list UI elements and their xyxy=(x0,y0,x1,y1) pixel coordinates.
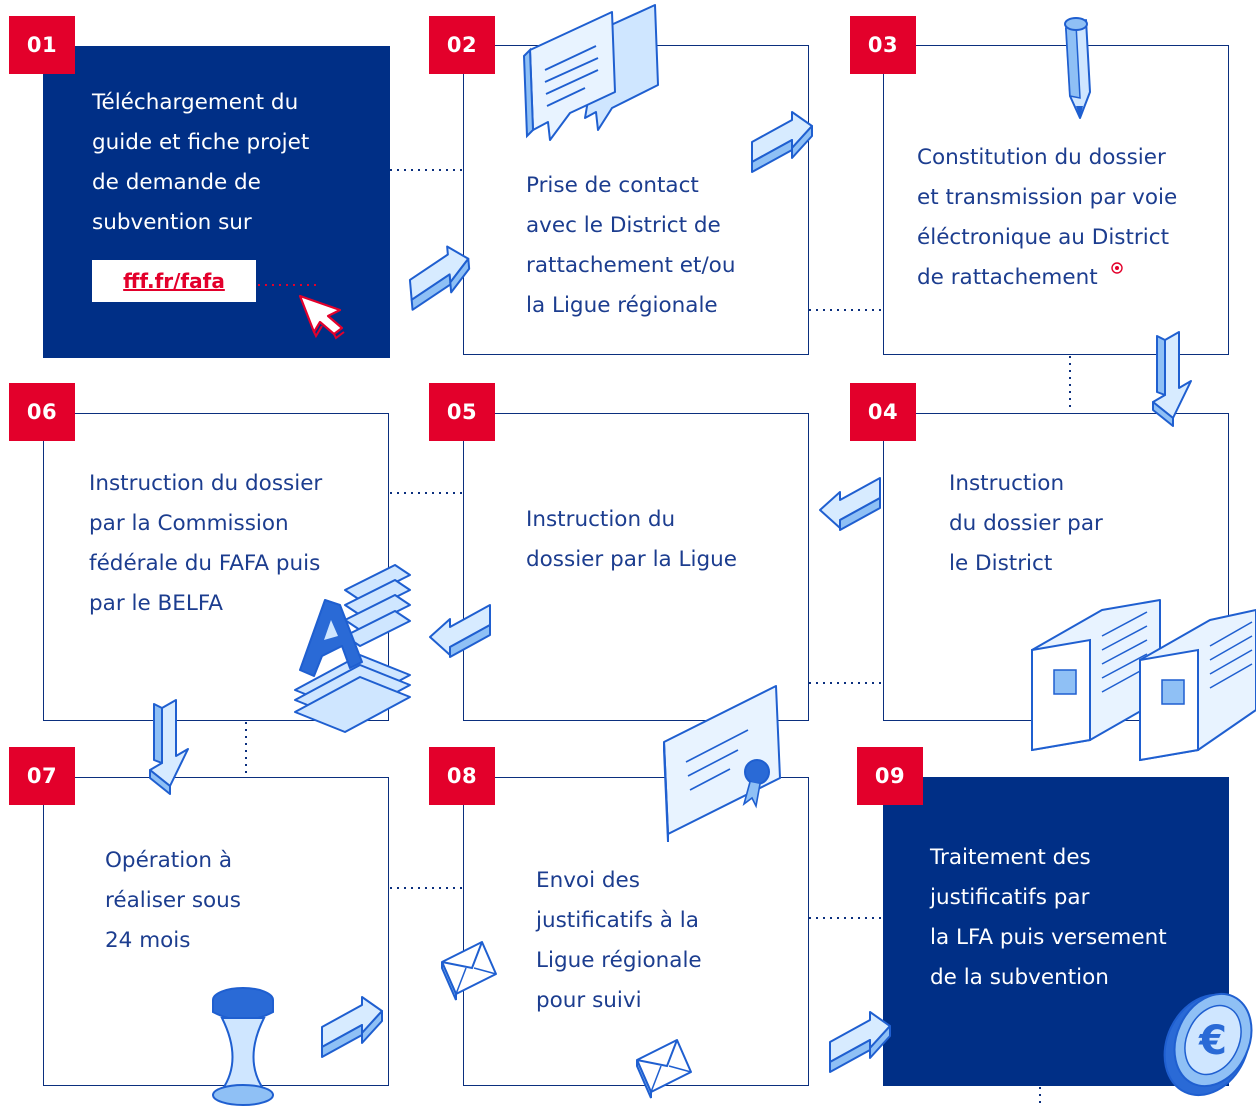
step-05-text: Instruction du dossier par la Ligue xyxy=(526,500,737,580)
step-09-card: Traitement des justificatifs par la LFA … xyxy=(883,777,1229,1086)
step-07-card: Opération à réaliser sous 24 mois xyxy=(43,777,389,1086)
step-03-line: et transmission par voie xyxy=(917,185,1178,210)
step-05-line: dossier par la Ligue xyxy=(526,547,738,572)
step-05-line: Instruction du xyxy=(526,507,676,532)
step-07-number: 07 xyxy=(9,747,75,805)
step-01-card: Téléchargement du guide et fiche projet … xyxy=(43,46,390,358)
step-03-line: de rattachement xyxy=(917,265,1098,290)
step-01-line: subvention sur xyxy=(92,210,252,235)
step-02-line: avec le District de xyxy=(526,213,721,238)
step-09-line: la LFA puis versement xyxy=(930,925,1167,950)
step-04-line: du dossier par xyxy=(949,511,1103,536)
fafa-link[interactable]: fff.fr/fafa xyxy=(92,260,256,302)
step-06-text: Instruction du dossier par la Commission… xyxy=(89,464,322,624)
step-09-line: Traitement des xyxy=(930,845,1091,870)
step-09-number: 09 xyxy=(857,747,923,805)
step-06-line: fédérale du FAFA puis xyxy=(89,551,321,576)
step-08-line: Envoi des xyxy=(536,868,640,893)
step-07-line: 24 mois xyxy=(105,928,191,953)
step-07-text: Opération à réaliser sous 24 mois xyxy=(105,841,241,961)
step-08-text: Envoi des justificatifs à la Ligue régio… xyxy=(536,861,702,1021)
step-07-line: Opération à xyxy=(105,848,233,873)
step-02-card: Prise de contact avec le District de rat… xyxy=(463,45,809,355)
step-03-number: 03 xyxy=(850,16,916,74)
step-09-text: Traitement des justificatifs par la LFA … xyxy=(930,838,1167,998)
step-06-line: Instruction du dossier xyxy=(89,471,323,496)
step-02-text: Prise de contact avec le District de rat… xyxy=(526,166,735,326)
step-04-line: Instruction xyxy=(949,471,1065,496)
step-05-card: Instruction du dossier par la Ligue xyxy=(463,413,809,721)
arrow-icon xyxy=(819,477,881,531)
step-06-number: 06 xyxy=(9,383,75,441)
step-01-number: 01 xyxy=(9,16,75,74)
step-01-line: de demande de xyxy=(92,170,261,195)
step-08-line: justificatifs à la xyxy=(536,908,699,933)
step-04-line: le District xyxy=(949,551,1053,576)
step-02-number: 02 xyxy=(429,16,495,74)
step-04-card: Instruction du dossier par le District xyxy=(883,413,1229,721)
step-02-line: Prise de contact xyxy=(526,173,699,198)
step-06-line: par la Commission xyxy=(89,511,289,536)
step-08-number: 08 xyxy=(429,747,495,805)
step-08-line: pour suivi xyxy=(536,988,642,1013)
step-01-line: guide et fiche projet xyxy=(92,130,310,155)
step-03-line: Constitution du dossier xyxy=(917,145,1166,170)
step-07-line: réaliser sous xyxy=(105,888,242,913)
step-06-line: par le BELFA xyxy=(89,591,223,616)
arrow-icon xyxy=(829,1011,891,1073)
step-04-number: 04 xyxy=(850,383,916,441)
step-03-text: Constitution du dossier et transmission … xyxy=(917,138,1177,298)
step-03-line: éléctronique au District xyxy=(917,225,1169,250)
step-08-line: Ligue régionale xyxy=(536,948,702,973)
step-08-card: Envoi des justificatifs à la Ligue régio… xyxy=(463,777,809,1086)
step-02-line: la Ligue régionale xyxy=(526,293,718,318)
step-09-line: de la subvention xyxy=(930,965,1109,990)
step-04-text: Instruction du dossier par le District xyxy=(949,464,1103,584)
step-03-card: Constitution du dossier et transmission … xyxy=(883,45,1229,355)
step-02-line: rattachement et/ou xyxy=(526,253,736,278)
step-05-number: 05 xyxy=(429,383,495,441)
step-01-text: Téléchargement du guide et fiche projet … xyxy=(92,83,309,243)
step-06-card: Instruction du dossier par la Commission… xyxy=(43,413,389,721)
step-09-line: justificatifs par xyxy=(930,885,1090,910)
step-01-line: Téléchargement du xyxy=(92,90,299,115)
